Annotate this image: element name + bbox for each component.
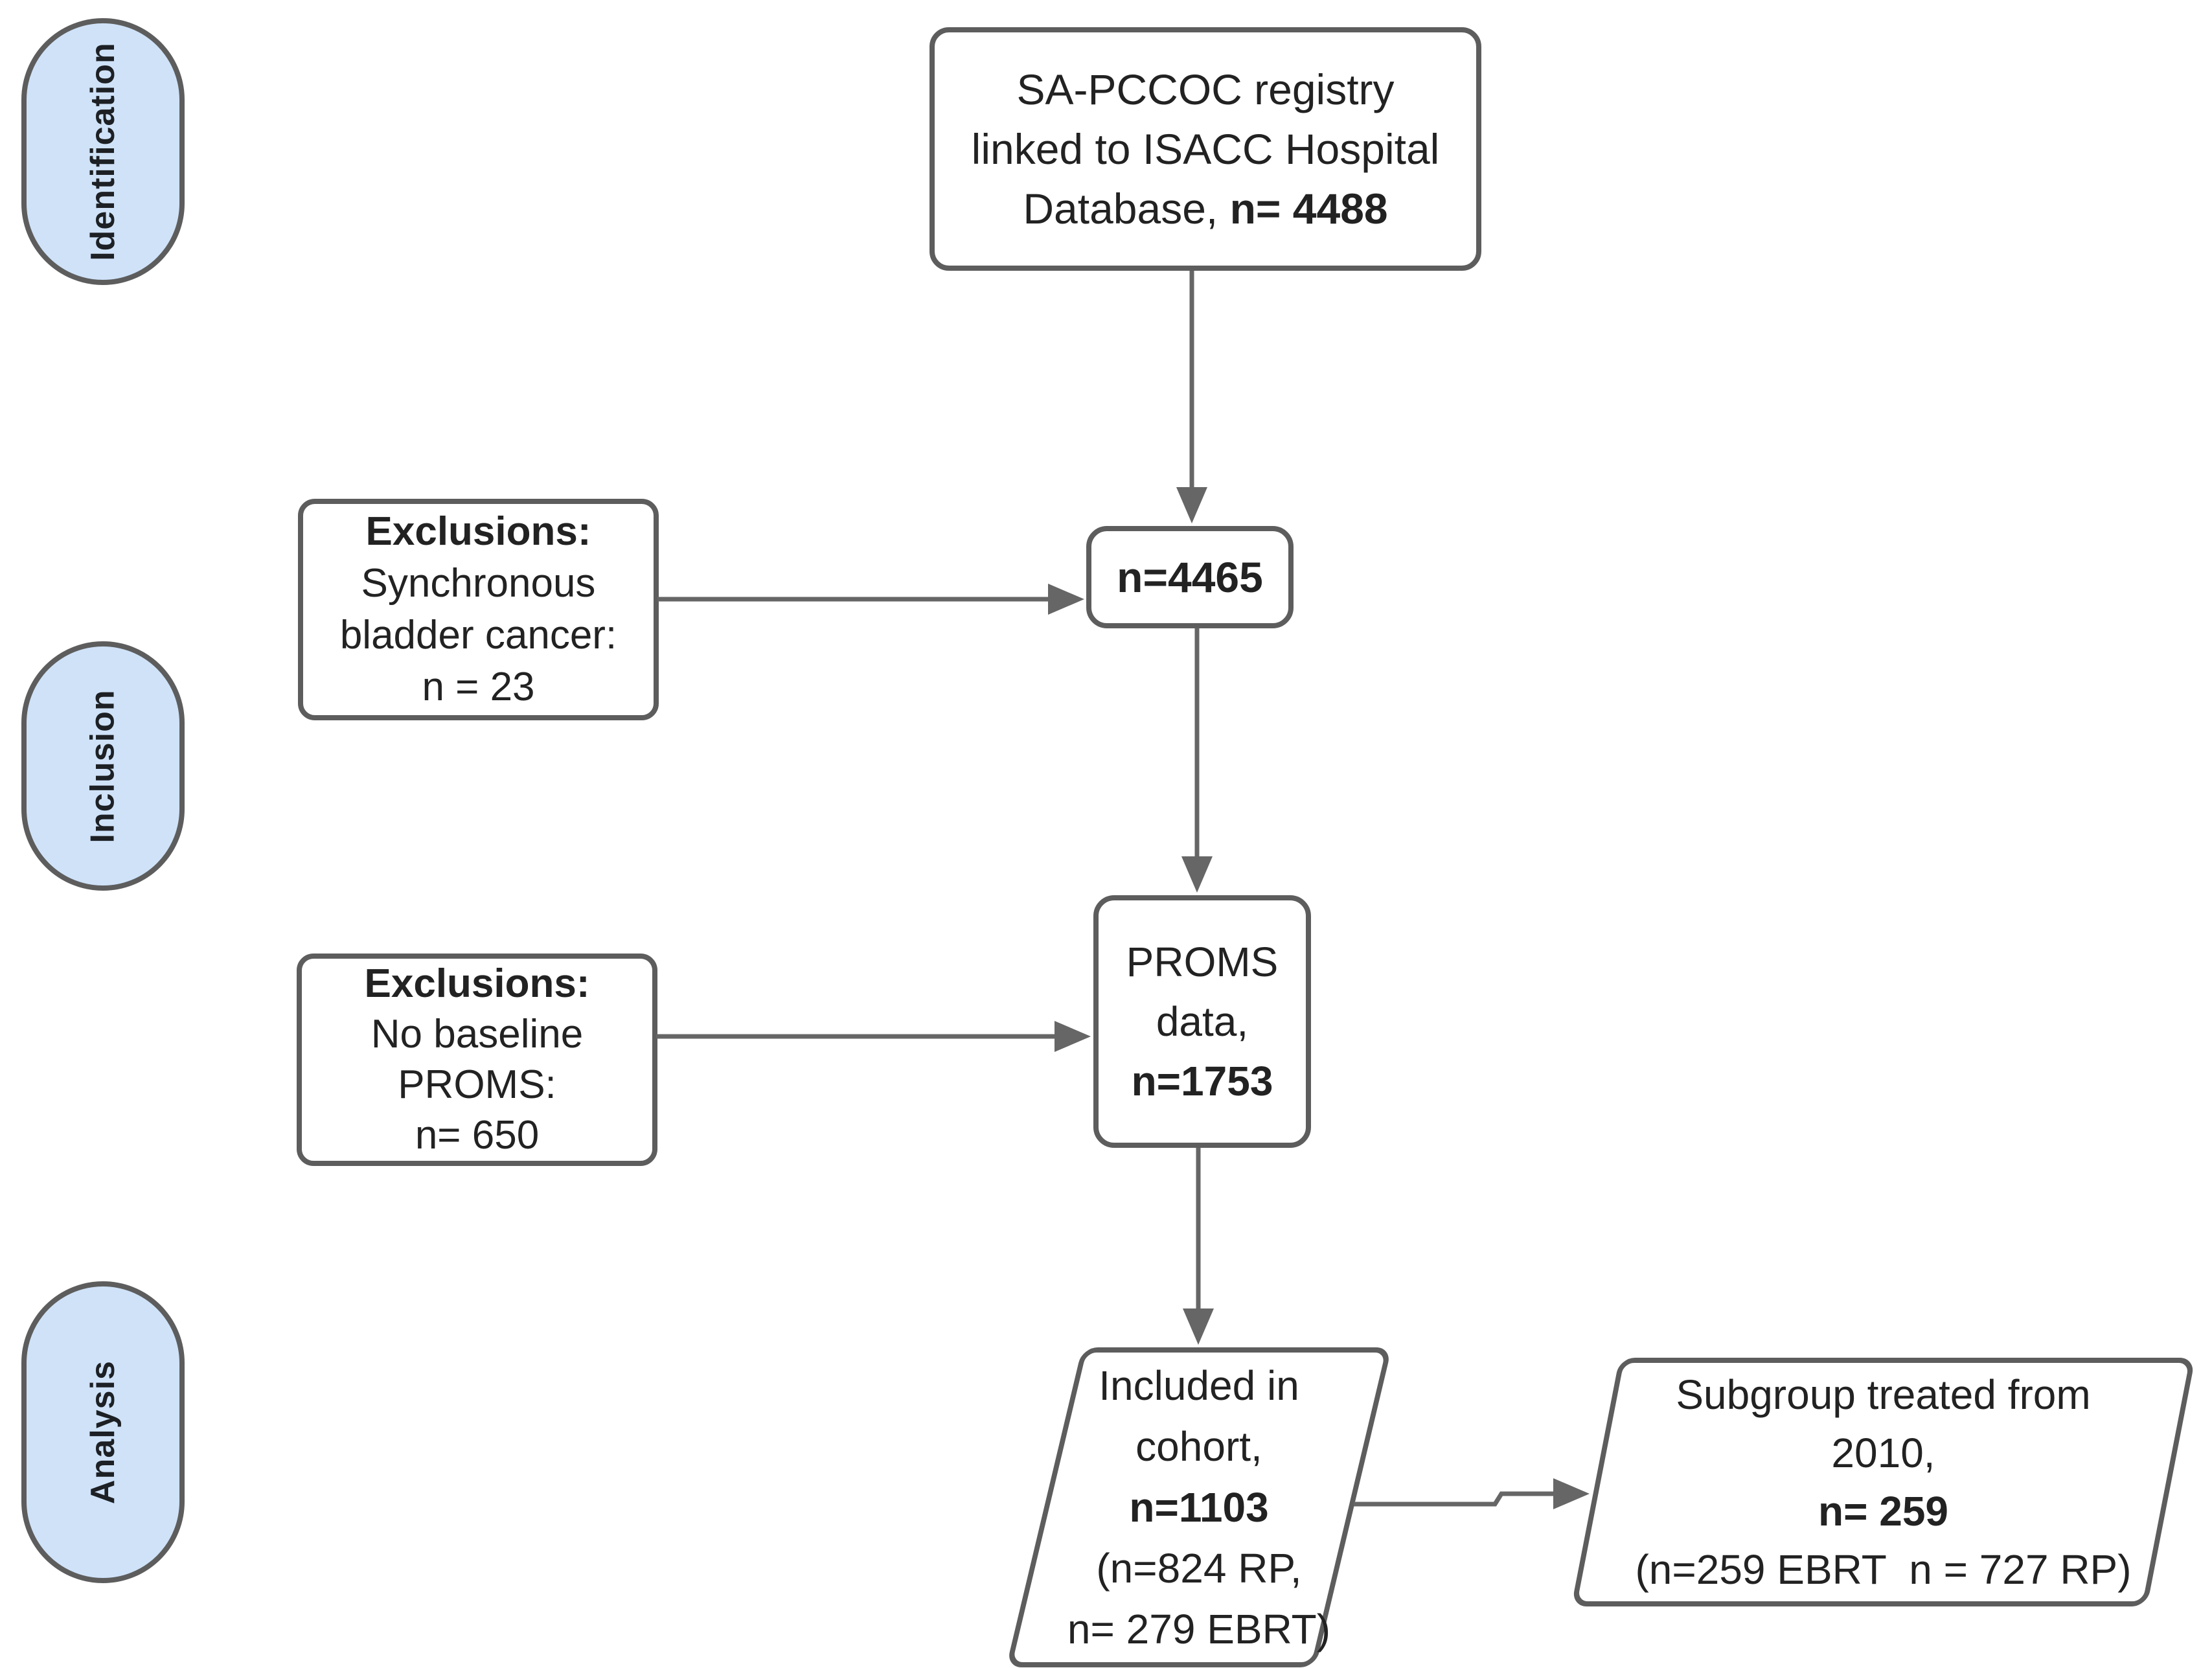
exclusions-baseline-heading: Exclusions:	[364, 961, 590, 1006]
exclusions-bladder-line-2: bladder cancer:	[339, 613, 617, 657]
proms-line-2: data,	[1156, 998, 1249, 1045]
arrow-exclusions-baseline-head	[1055, 1021, 1091, 1052]
exclusions-bladder-count: n = 23	[422, 665, 535, 709]
proms-data-box: PROMS data, n=1753	[1093, 895, 1311, 1148]
stage-pill-analysis: Analysis	[21, 1281, 185, 1583]
arrow-cohort-to-subgroup-head	[1553, 1478, 1590, 1509]
cohort-parallelogram: Included in cohort, n=1103 (n=824 RP, n=…	[1006, 1347, 1392, 1667]
subgroup-line-1: Subgroup treated from	[1676, 1371, 2091, 1418]
exclusions-baseline-count: n= 650	[415, 1113, 540, 1158]
registry-box: SA-PCCOC registry linked to ISACC Hospit…	[929, 27, 1481, 271]
arrow-count-to-proms-head	[1181, 856, 1213, 893]
exclusions-baseline-line-1: No baseline	[371, 1012, 584, 1057]
subgroup-line-2: 2010,	[1831, 1430, 1935, 1476]
stage-pill-identification: Identification	[21, 18, 185, 285]
exclusions-bladder-line-1: Synchronous	[361, 561, 596, 606]
registry-line-2: linked to ISACC Hospital	[971, 125, 1440, 173]
cohort-detail-1: (n=824 RP,	[1096, 1545, 1302, 1592]
exclusions-baseline-box: Exclusions: No baseline PROMS: n= 650	[297, 954, 657, 1166]
exclusions-baseline-line-2: PROMS:	[398, 1062, 556, 1107]
registry-count: n= 4488	[1229, 185, 1388, 233]
registry-line-1: SA-PCCOC registry	[1016, 65, 1395, 113]
subgroup-detail-1: (n=259 EBRT n = 727 RP)	[1635, 1546, 2132, 1593]
cohort-detail-2: n= 279 EBRT)	[1067, 1606, 1331, 1652]
exclusions-bladder-box: Exclusions: Synchronous bladder cancer: …	[298, 499, 659, 720]
arrow-registry-to-count-head	[1176, 487, 1207, 523]
proms-count: n=1753	[1131, 1058, 1273, 1104]
cohort-line-2: cohort,	[1135, 1423, 1262, 1470]
arrow-exclusions-bladder-head	[1048, 584, 1084, 615]
proms-line-1: PROMS	[1126, 939, 1279, 985]
after-exclusion-count: n=4465	[1117, 553, 1263, 601]
after-exclusion-count-box: n=4465	[1086, 526, 1294, 628]
subgroup-count: n= 259	[1818, 1488, 1949, 1535]
subgroup-parallelogram: Subgroup treated from 2010, n= 259 (n=25…	[1571, 1358, 2196, 1606]
registry-line-3: Database, n= 4488	[1023, 179, 1387, 238]
stage-pill-inclusion: Inclusion	[21, 641, 185, 891]
exclusions-bladder-heading: Exclusions:	[365, 509, 591, 554]
cohort-count: n=1103	[1129, 1484, 1269, 1531]
arrow-cohort-to-subgroup-line	[1354, 1491, 1556, 1507]
registry-line-3-prefix: Database,	[1023, 185, 1230, 233]
arrow-proms-to-cohort-head	[1183, 1308, 1214, 1345]
cohort-line-1: Included in	[1099, 1362, 1299, 1409]
